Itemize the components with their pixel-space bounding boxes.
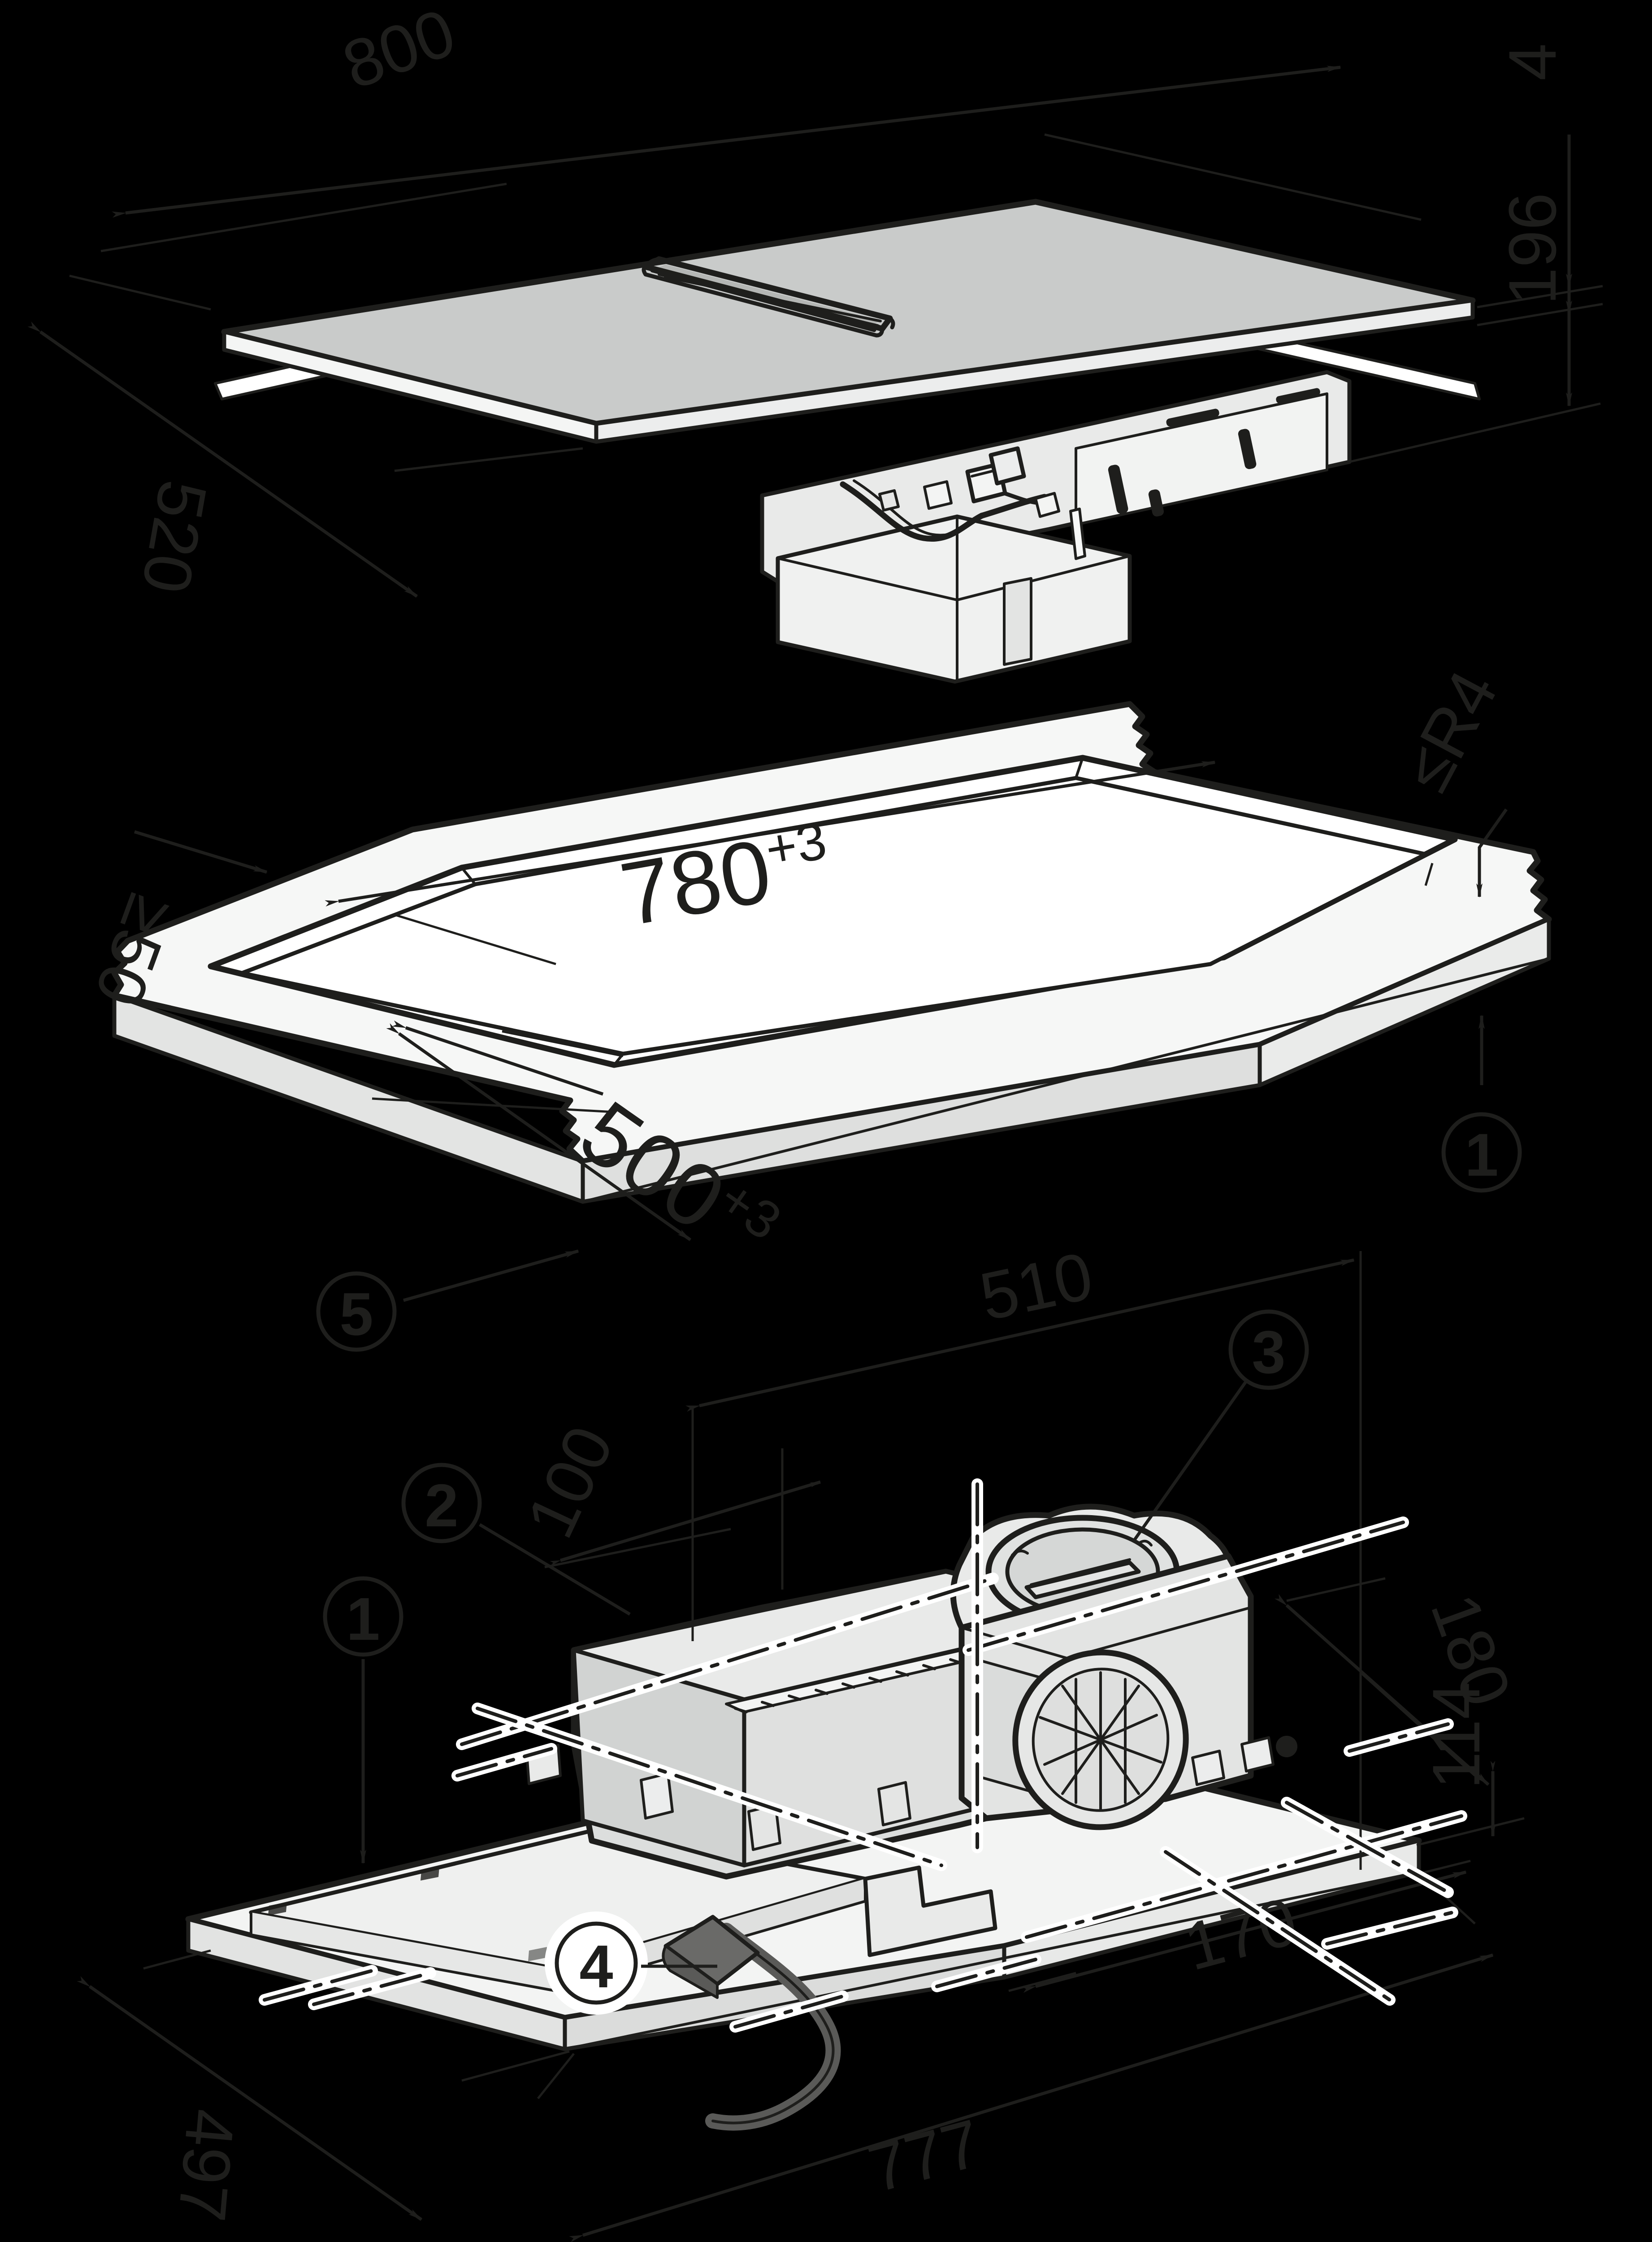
cooktop-glass	[214, 199, 1481, 444]
dim-196: 196	[1349, 193, 1601, 463]
callout-1a-label: 1	[1465, 1121, 1498, 1189]
dim-arrow-520	[27, 322, 418, 598]
callout-2[interactable]: 2	[401, 1463, 631, 1616]
view-appliance: 800 520 4 196	[27, 0, 1603, 684]
callout-3[interactable]: 3	[1133, 1309, 1309, 1542]
centrelines	[259, 1478, 1467, 2033]
callout-2-circle	[401, 1463, 482, 1543]
view-cutout: 780+3 500+3 ≥50 ≤R4 1	[81, 659, 1552, 1352]
callout-5-circle	[316, 1271, 397, 1352]
callout-1b-label: 1	[346, 1585, 380, 1653]
callout-3-label: 3	[1252, 1318, 1285, 1386]
glass-right-edge	[594, 298, 1475, 444]
callout-4-label: 4	[579, 1933, 613, 2000]
callout-3-circle	[1228, 1309, 1309, 1390]
dim-arrow-180	[1274, 1594, 1490, 1786]
appliance-chassis	[760, 370, 1352, 684]
dim-arrow-800	[112, 65, 1341, 218]
dim-497: 497	[77, 1949, 570, 2225]
outlet-slot	[1024, 1560, 1141, 1599]
dim-arrow-777	[569, 1953, 1494, 2242]
body-clip	[877, 1781, 911, 1826]
extractor-vent-slot	[642, 256, 895, 338]
mounting-screw	[1276, 1736, 1297, 1757]
callout-5-leader	[403, 1249, 579, 1302]
callout-5-label: 5	[339, 1280, 373, 1348]
vent-slot	[1238, 429, 1257, 469]
chassis-side-panel	[1075, 392, 1328, 526]
callout-2-label: 2	[425, 1472, 458, 1539]
callout-1b-circle	[323, 1576, 403, 1657]
callout-1a[interactable]: 1	[1441, 1015, 1522, 1193]
dim-label-114: 114	[1418, 1682, 1494, 1789]
dim-arrow-500	[386, 1023, 692, 1241]
connector-block	[923, 480, 953, 510]
callout-2-leader	[479, 1523, 631, 1616]
leader-min50	[134, 830, 268, 874]
dim-label-196: 196	[1495, 193, 1570, 305]
mounting-lug	[1191, 1750, 1225, 1786]
dim-114: 114	[1416, 1682, 1525, 1847]
dim-arrow-497	[77, 1976, 423, 2221]
callout-4[interactable]: 4	[545, 1912, 717, 2015]
dim-arrow-100	[550, 1480, 821, 1566]
dim-arrow-510	[685, 1258, 1355, 1412]
view-extractor: 510 100 180 114 170	[77, 1238, 1526, 2242]
callout-5[interactable]: 5	[316, 1249, 579, 1352]
vent-slot	[1108, 465, 1128, 514]
callout-1b[interactable]: 1	[323, 1576, 403, 1864]
fan-wheel	[974, 1649, 1189, 1830]
dim-arrow-780	[325, 760, 1216, 907]
callout-1a-circle	[1441, 1112, 1522, 1193]
leader-r4	[1476, 808, 1508, 898]
dim-label-4: 4	[1495, 43, 1570, 81]
vent-slot	[1166, 408, 1219, 427]
dim-4: 4	[1477, 43, 1603, 326]
dim-label-497: 497	[164, 2106, 249, 2225]
body-clip	[640, 1772, 674, 1820]
mounting-lug	[1240, 1736, 1275, 1773]
connector-block	[989, 446, 1026, 486]
callout-3-leader	[1133, 1380, 1248, 1542]
vent-slot	[1276, 388, 1320, 404]
vent-slot	[1148, 489, 1164, 517]
callout-4-circle	[555, 1921, 638, 2005]
